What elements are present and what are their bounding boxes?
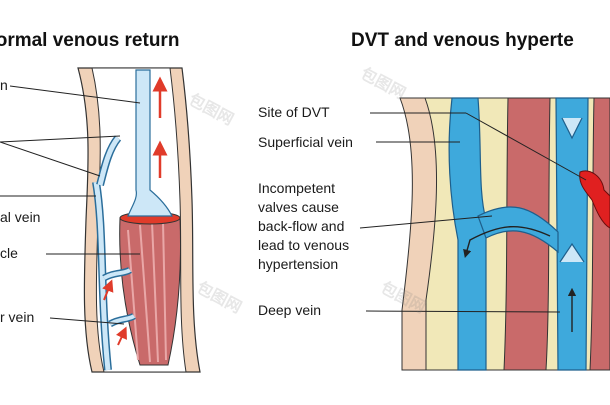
valve-top bbox=[561, 117, 583, 140]
right-superficial-vein bbox=[448, 97, 487, 371]
right-muscle-1 bbox=[503, 97, 551, 371]
flow-arrow-3 bbox=[102, 279, 114, 301]
label-incompetent-line-4: lead to venous bbox=[258, 237, 350, 253]
right-leg bbox=[359, 97, 610, 371]
flow-arrow-4 bbox=[116, 326, 127, 346]
label-left-3: al vein bbox=[0, 209, 41, 225]
left-leg bbox=[0, 67, 201, 373]
label-incompetent-line-1: Incompetent bbox=[258, 180, 336, 196]
label-site-of-dvt: Site of DVT bbox=[258, 104, 330, 120]
label-incompetent-line-2: valves cause bbox=[258, 199, 339, 215]
label-left-5: r vein bbox=[0, 309, 35, 325]
label-left-4: cle bbox=[0, 245, 18, 261]
right-muscle-2 bbox=[589, 97, 610, 371]
dvt-clot bbox=[579, 170, 610, 229]
backflow-arrow-1 bbox=[463, 226, 551, 259]
right-panel-title: DVT and venous hyperte bbox=[351, 30, 574, 51]
label-incompetent-line-5: hypertension bbox=[258, 256, 339, 272]
label-incompetent-line-3: back-flow and bbox=[258, 218, 345, 234]
label-deep-vein: Deep vein bbox=[258, 302, 322, 318]
deep-vein-left bbox=[127, 69, 173, 217]
right-communicating-vein bbox=[477, 206, 559, 254]
label-left-1: n bbox=[0, 77, 8, 93]
right-deep-vein bbox=[555, 97, 589, 371]
valve-low bbox=[559, 242, 585, 263]
label-superficial-vein: Superficial vein bbox=[258, 134, 353, 150]
left-panel-title: Normal venous return bbox=[0, 30, 180, 51]
